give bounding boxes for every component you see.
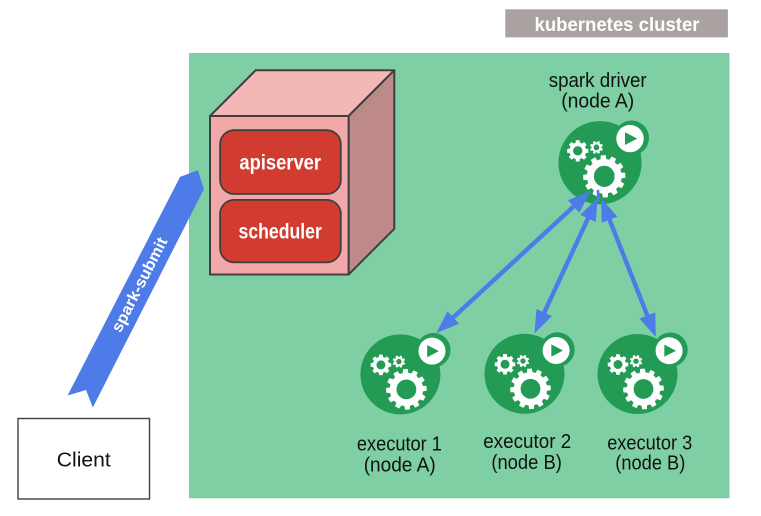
svg-text:scheduler: scheduler <box>239 221 322 244</box>
svg-text:executor 3: executor 3 <box>607 432 692 454</box>
svg-text:spark driver: spark driver <box>549 70 647 92</box>
svg-text:(node B): (node B) <box>615 453 685 475</box>
svg-text:Client: Client <box>57 449 111 471</box>
svg-text:(node A): (node A) <box>561 91 634 113</box>
svg-text:(node B): (node B) <box>491 452 562 474</box>
svg-text:executor 2: executor 2 <box>483 431 571 453</box>
svg-text:executor 1: executor 1 <box>357 433 442 455</box>
svg-text:apiserver: apiserver <box>239 151 321 174</box>
svg-text:(node A): (node A) <box>364 454 436 476</box>
svg-text:kubernetes cluster: kubernetes cluster <box>535 14 700 36</box>
